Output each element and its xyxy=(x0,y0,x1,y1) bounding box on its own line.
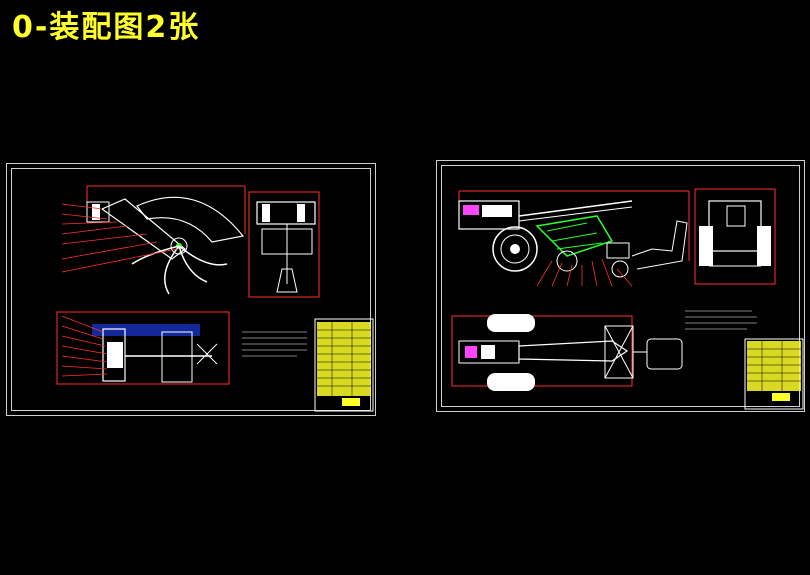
assembly-drawing-sheet-1[interactable] xyxy=(6,163,376,416)
drawing-frame xyxy=(441,165,800,407)
drawing-frame xyxy=(11,168,371,411)
drawing-1-canvas xyxy=(56,185,374,412)
drawing-2-canvas xyxy=(451,188,804,410)
assembly-drawing-sheet-2[interactable] xyxy=(436,160,805,412)
page-title: 0-装配图2张 xyxy=(12,10,201,45)
